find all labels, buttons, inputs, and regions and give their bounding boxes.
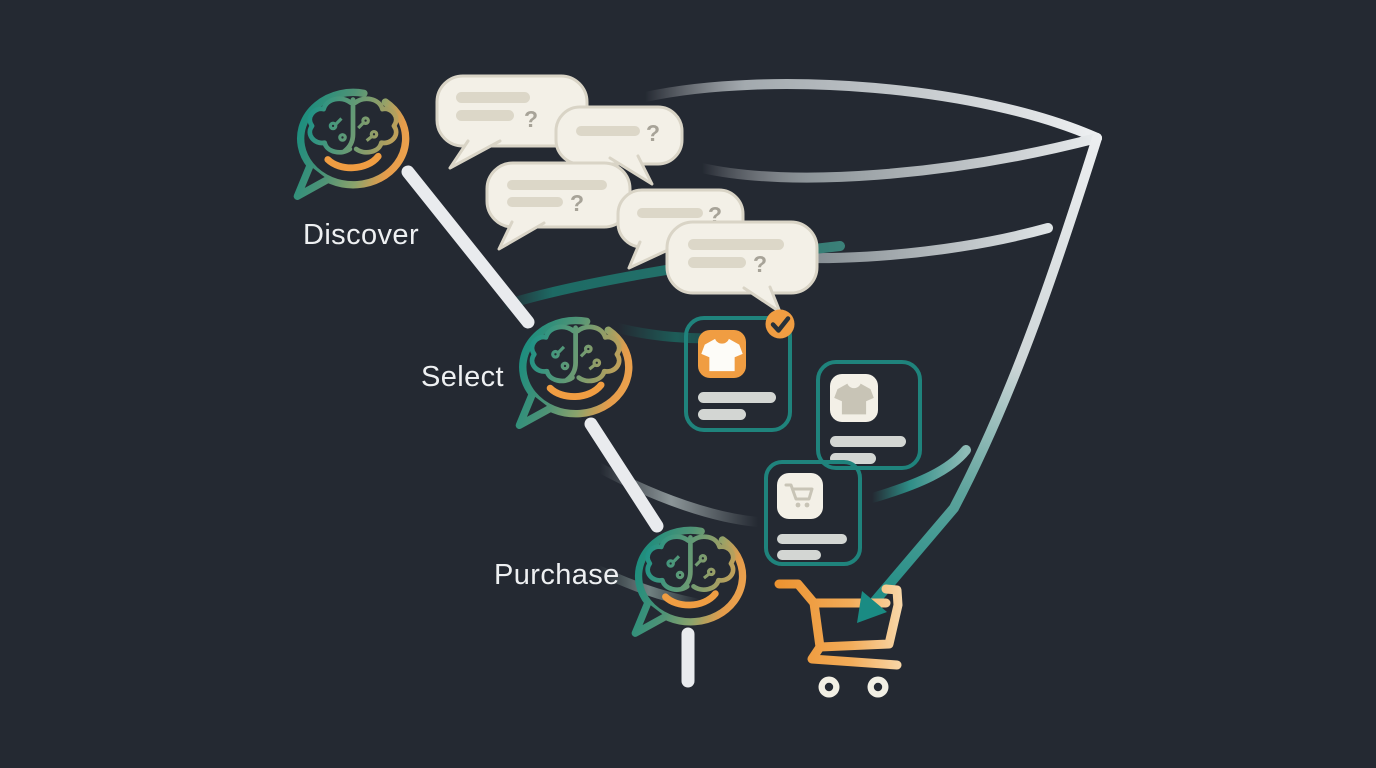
product-card-cart [764,460,862,566]
question-mark: ? [646,120,660,146]
question-mark: ? [524,106,538,132]
cart-wheel-icon [867,676,889,698]
question-bubble: ? [485,161,632,251]
checkmark-badge-icon [765,309,795,339]
ai-brain-chat-icon-purchase [635,530,742,633]
shopping-cart-icon [774,579,903,698]
ai-brain-chat-icon-select [519,320,628,425]
funnel-rim-top-arc [640,79,1102,143]
cart-wheel-icon [818,676,840,698]
funnel-rim-bottom-arc [697,133,1102,183]
funnel-edge-arrow-shaft [870,133,1102,606]
stage-label-select: Select [421,361,504,393]
question-bubbles: ? ? ? ? ? [435,74,819,314]
question-mark: ? [753,251,767,277]
question-bubble: ? [554,105,684,186]
ai-brain-chat-icon-discover [297,92,405,196]
stage-label-discover: Discover [303,219,419,251]
connector-select-purchase [584,417,664,533]
question-mark: ? [570,190,584,216]
connector-discover-select [401,165,535,329]
funnel-loop-arc [867,445,971,503]
product-card-selected [684,309,795,432]
stage-connectors [401,165,695,688]
funnel-loop-arc [593,565,700,608]
question-bubble: ? [665,220,819,314]
funnel-arrow-icon [857,591,887,623]
stage-label-purchase: Purchase [494,559,620,591]
question-bubble: ? [435,74,589,170]
product-thumb [777,473,823,519]
product-card [816,360,922,470]
